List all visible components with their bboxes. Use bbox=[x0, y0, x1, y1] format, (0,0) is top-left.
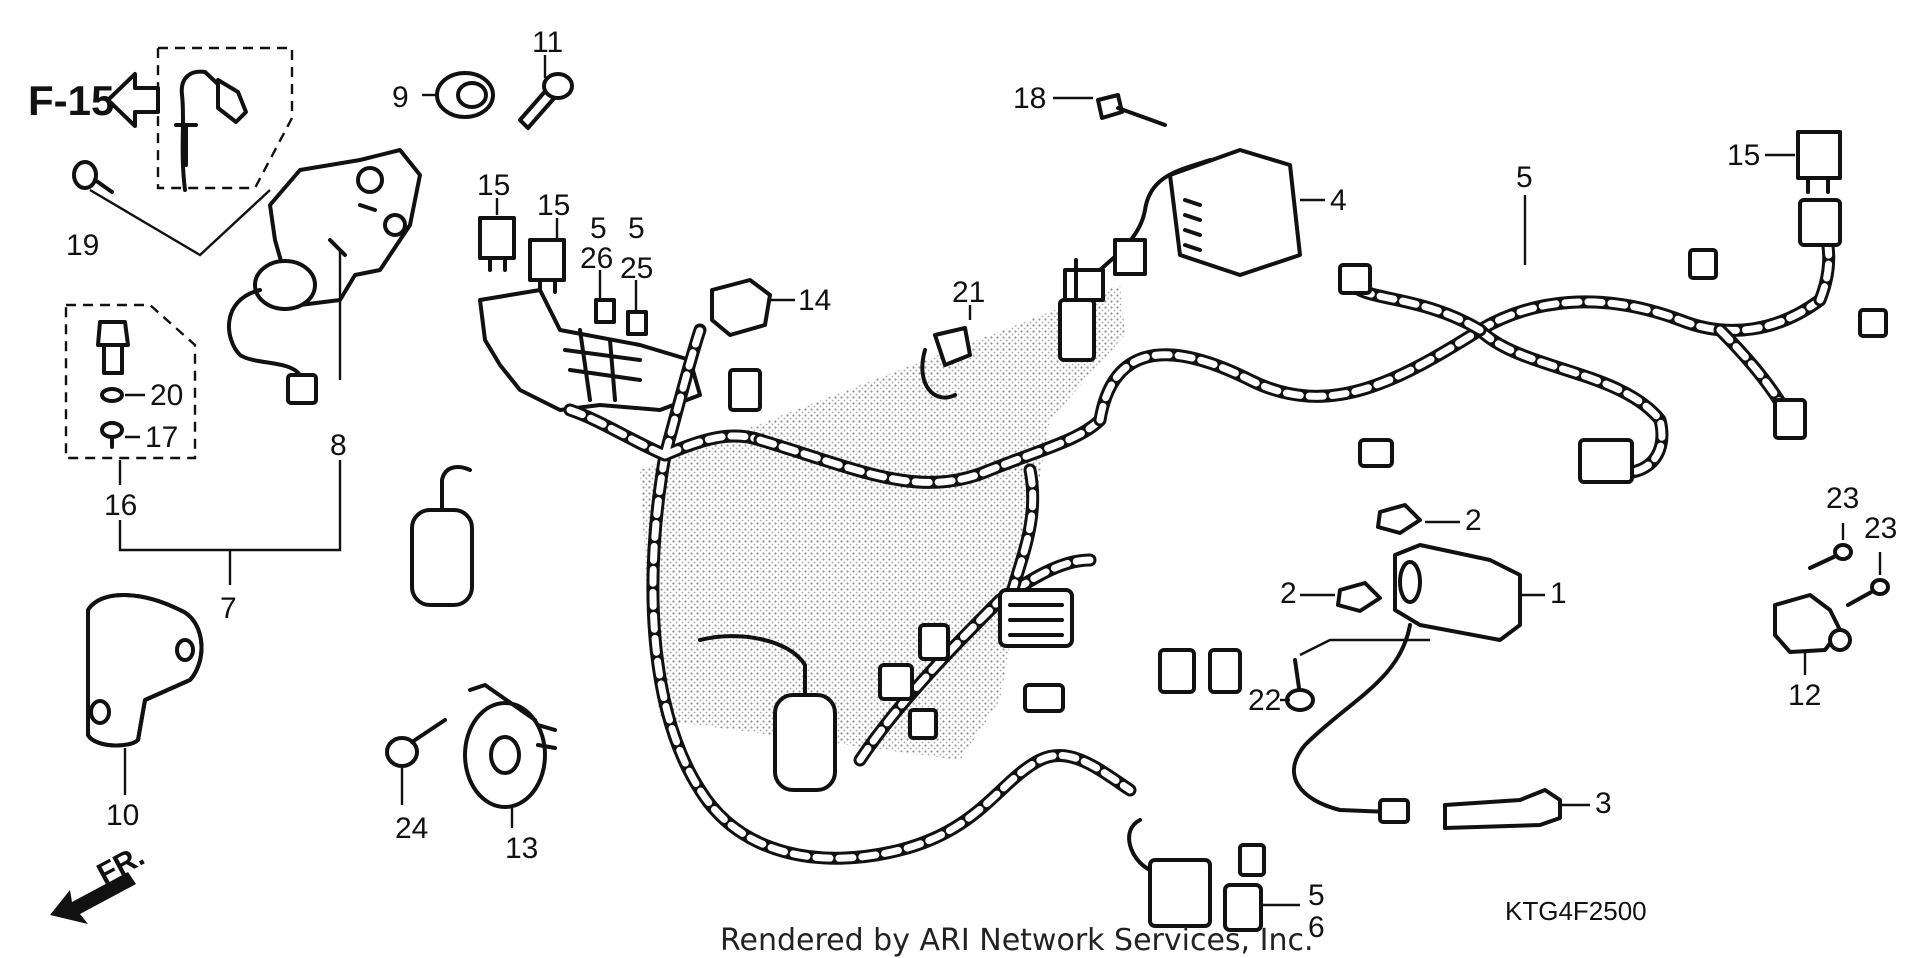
callout-3[interactable]: 3 bbox=[1595, 787, 1612, 820]
bolt-18 bbox=[1096, 93, 1167, 127]
callout-21[interactable]: 21 bbox=[952, 276, 985, 309]
regulator-rectifier-4 bbox=[1063, 148, 1302, 302]
callout-13[interactable]: 13 bbox=[505, 832, 538, 865]
front-direction[interactable]: FR. bbox=[50, 839, 150, 924]
callout-20[interactable]: 20 bbox=[150, 379, 183, 412]
callout-10[interactable]: 10 bbox=[106, 799, 139, 832]
bolt-22 bbox=[1285, 658, 1315, 712]
callout-15-right[interactable]: 15 bbox=[1727, 139, 1760, 172]
callout-23-left[interactable]: 23 bbox=[1826, 482, 1859, 515]
grommet-9 bbox=[435, 71, 495, 119]
callout-6[interactable]: 6 bbox=[1308, 911, 1325, 944]
callout-15-left[interactable]: 15 bbox=[477, 169, 510, 202]
callout-1[interactable]: 1 bbox=[1550, 577, 1567, 610]
callout-15-mid[interactable]: 15 bbox=[537, 189, 570, 222]
cap-nut-2-bottom bbox=[1336, 581, 1382, 613]
callout-24[interactable]: 24 bbox=[395, 812, 428, 845]
horn-13 bbox=[463, 683, 557, 809]
sensor-detail-box bbox=[156, 46, 294, 192]
callout-26[interactable]: 26 bbox=[580, 242, 613, 275]
clip-5-6 bbox=[1223, 883, 1263, 932]
reference-f15[interactable]: F-15 bbox=[28, 72, 160, 128]
ignition-coil-1 bbox=[1292, 543, 1522, 824]
callout-5-fuse-25[interactable]: 5 bbox=[628, 212, 645, 245]
callout-4[interactable]: 4 bbox=[1330, 184, 1347, 217]
callout-5-fuse-26[interactable]: 5 bbox=[590, 212, 607, 245]
callout-18[interactable]: 18 bbox=[1013, 82, 1046, 115]
callout-7[interactable]: 7 bbox=[220, 592, 237, 625]
key-11 bbox=[518, 72, 574, 130]
cap-nut-2-top bbox=[1376, 503, 1422, 535]
callout-23-right[interactable]: 23 bbox=[1864, 512, 1897, 545]
outline-left-arrow-icon bbox=[106, 72, 160, 128]
harness-connectors bbox=[728, 198, 1888, 928]
spark-plug-cap-3 bbox=[1443, 788, 1562, 830]
callout-14[interactable]: 14 bbox=[798, 284, 831, 317]
bolt-24 bbox=[385, 718, 447, 768]
callout-8[interactable]: 8 bbox=[330, 429, 347, 462]
render-credit: Rendered by ARI Network Services, Inc. bbox=[720, 923, 1314, 958]
callout-12[interactable]: 12 bbox=[1788, 679, 1821, 712]
callout-5-harness[interactable]: 5 bbox=[1516, 161, 1533, 194]
clip-21 bbox=[920, 326, 972, 400]
callout-5-clip[interactable]: 5 bbox=[1308, 879, 1325, 912]
fuse-box bbox=[478, 288, 702, 412]
relay-15-mid bbox=[528, 238, 566, 294]
condenser-mid bbox=[698, 634, 837, 792]
relay-15-right bbox=[1796, 130, 1842, 194]
part-code: KTG4F2500 bbox=[1505, 896, 1647, 926]
relay-15-left bbox=[478, 216, 516, 272]
screw-23-right bbox=[1846, 578, 1890, 607]
sensor-12 bbox=[1773, 593, 1852, 654]
callout-16[interactable]: 16 bbox=[104, 489, 137, 522]
screw-23-left bbox=[1808, 543, 1853, 570]
callout-17[interactable]: 17 bbox=[145, 421, 178, 454]
screw-kit-box bbox=[64, 303, 197, 460]
callout-numbers: 11 9 18 15 4 5 19 15 15 5 5 26 25 14 21 … bbox=[66, 26, 1897, 944]
ignition-switch-assembly bbox=[227, 148, 422, 405]
condenser-left bbox=[410, 465, 474, 607]
callout-2-bottom[interactable]: 2 bbox=[1280, 577, 1297, 610]
callout-2-top[interactable]: 2 bbox=[1465, 504, 1482, 537]
fuse-26 bbox=[594, 298, 616, 324]
callout-19[interactable]: 19 bbox=[66, 229, 99, 262]
fuse-25 bbox=[626, 310, 648, 336]
callout-25[interactable]: 25 bbox=[620, 252, 653, 285]
callout-11[interactable]: 11 bbox=[532, 26, 563, 59]
bracket-10 bbox=[86, 593, 204, 748]
callout-22[interactable]: 22 bbox=[1248, 684, 1281, 717]
relay-14 bbox=[710, 278, 772, 337]
callout-9[interactable]: 9 bbox=[392, 81, 409, 114]
bolt-19 bbox=[72, 160, 114, 194]
solid-diagonal-arrow-icon bbox=[50, 872, 136, 924]
front-label: FR. bbox=[92, 839, 150, 891]
reference-label: F-15 bbox=[28, 77, 114, 124]
